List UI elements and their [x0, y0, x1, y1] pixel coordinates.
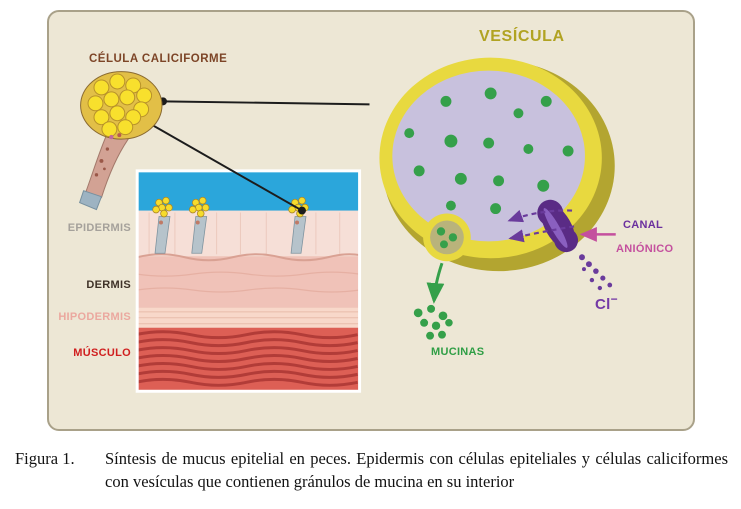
mucin-granules — [404, 87, 574, 215]
label-anionico: ANIÓNICO — [616, 243, 674, 255]
secretion-arrow — [426, 262, 445, 304]
dermis-layer — [137, 256, 360, 308]
epidermis-layer — [137, 210, 360, 257]
chloride-charge: − — [610, 292, 618, 306]
label-chloride: Cl− — [595, 292, 618, 313]
secreted-mucins — [413, 304, 453, 340]
caption-label: Figura 1. — [15, 449, 75, 468]
label-celula-caliciforme: CÉLULA CALICIFORME — [89, 53, 228, 65]
chloride-symbol: Cl — [595, 296, 611, 313]
budding-vesicle — [423, 213, 471, 262]
epithelial-goblet-cell — [152, 196, 173, 254]
vesicle — [379, 57, 615, 272]
chloride-flow — [507, 209, 613, 291]
skin-cross-section — [135, 169, 362, 393]
figure-caption: Figura 1. Síntesis de mucus epitelial en… — [15, 447, 728, 494]
epithelial-goblet-cell — [189, 196, 210, 254]
caption-text: Síntesis de mucus epitelial en peces. Ep… — [105, 449, 728, 492]
label-epidermis: EPIDERMIS — [67, 222, 131, 234]
label-vesicula: VESÍCULA — [479, 28, 565, 45]
connector-lines — [145, 97, 370, 215]
figure-art — [78, 57, 616, 393]
label-musculo: MÚSCULO — [73, 347, 131, 359]
anion-channel — [537, 199, 579, 253]
label-dermis: DERMIS — [86, 279, 131, 291]
label-canal: CANAL — [623, 219, 663, 231]
goblet-cell — [78, 71, 163, 211]
skin-panel-border — [135, 169, 362, 393]
label-hipodermis: HIPODERMIS — [58, 311, 131, 323]
water-layer — [137, 170, 360, 217]
figure-panel: CÉLULA CALICIFORME VESÍCULA EPIDERMIS DE… — [47, 10, 695, 431]
label-mucinas: MUCINAS — [431, 346, 485, 358]
